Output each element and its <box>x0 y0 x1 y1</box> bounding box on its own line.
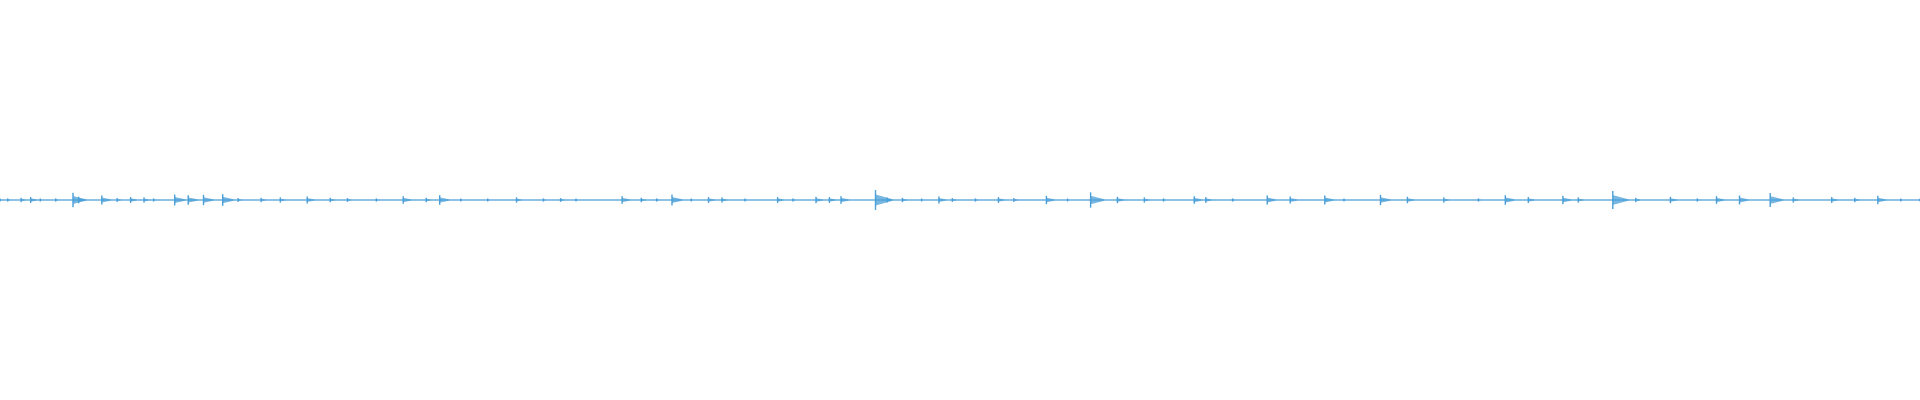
waveform-peak-tail <box>1528 198 1539 202</box>
waveform-peak-tail <box>1793 198 1803 202</box>
waveform-peak-tail <box>745 199 753 201</box>
waveform-peak-tail <box>55 199 64 201</box>
waveform-peak-tail <box>816 198 827 202</box>
waveform-peak-tail <box>203 197 217 203</box>
waveform-peak-tail <box>1194 197 1206 203</box>
waveform-peak-tail <box>641 198 651 202</box>
waveform-peak-tail <box>887 198 897 202</box>
waveform-peak-tail <box>1739 197 1752 203</box>
waveform-peak-tail <box>188 197 201 203</box>
waveform-peak-tail <box>30 198 41 202</box>
waveform-peak-tail <box>1090 195 1108 205</box>
waveform-peak-tail <box>841 197 853 203</box>
waveform-peak-tail <box>1380 197 1394 203</box>
waveform-peak-tail <box>938 198 950 202</box>
waveform-peak-tail <box>222 196 237 204</box>
waveform-peak-tail <box>543 199 552 201</box>
waveform-peak-tail <box>1505 197 1518 203</box>
waveform-peak-tail <box>1324 197 1337 203</box>
waveform-peak-tail <box>130 198 141 202</box>
waveform-peak-tail <box>1635 198 1645 202</box>
waveform-peak-tail <box>280 198 290 202</box>
waveform-peak-tail <box>1267 197 1280 203</box>
waveform-peak-tail <box>144 198 154 202</box>
waveform-peak-tail <box>1443 198 1454 202</box>
waveform-peak-tail <box>1344 199 1352 201</box>
waveform-peak-tail <box>40 199 49 201</box>
waveform-peak-tail <box>487 199 495 201</box>
waveform-peak-tail <box>672 197 686 203</box>
waveform-peak-tail <box>1670 198 1681 202</box>
waveform-peak-tail <box>1205 198 1216 202</box>
waveform-peak-tail <box>560 198 570 202</box>
waveform-peak-tail <box>1877 197 1890 203</box>
waveform-peak-tail <box>793 199 802 201</box>
waveform-peak-tail <box>998 198 1009 202</box>
waveform-peak-tail <box>1562 197 1575 203</box>
waveform-peak-tail <box>708 198 719 202</box>
waveform-peak-tail <box>174 197 189 203</box>
waveform-peak-tail <box>1716 197 1728 203</box>
waveform-peak-tail <box>117 198 126 202</box>
waveform-peak-tail <box>875 194 896 206</box>
waveform-peak-tail <box>78 198 90 202</box>
waveform-peak-tail <box>1117 198 1128 202</box>
waveform-peak-tail <box>829 198 840 202</box>
waveform-peak-tail <box>1612 195 1632 205</box>
waveform-peak-tail <box>921 199 930 201</box>
waveform-peak-tail <box>261 198 271 202</box>
waveform-peak-tail <box>1900 199 1909 201</box>
waveform-peak-tail <box>1067 199 1075 201</box>
waveform-peak-tail <box>403 197 415 203</box>
waveform-peak-tail <box>576 199 584 201</box>
waveform-peak-tail <box>1770 196 1786 204</box>
waveform-peak-tail <box>101 197 114 203</box>
waveform-peak-tail <box>0 199 8 201</box>
waveform-peak-tail <box>721 198 732 202</box>
waveform-peak-tail <box>1232 199 1241 201</box>
waveform-peak-tail <box>656 199 665 201</box>
waveform-peak-tail <box>1144 198 1154 202</box>
waveform-peak-tail <box>1046 197 1059 203</box>
waveform-peak-tail <box>21 198 31 202</box>
waveform-peak-tail <box>1578 198 1588 202</box>
waveform-peak-tail <box>347 198 357 202</box>
waveform-peak-tail <box>330 198 340 202</box>
waveform-peak-tail <box>952 198 961 202</box>
waveform-peak-tail <box>307 198 318 202</box>
waveform-peak-tail <box>1163 199 1172 201</box>
waveform-peak-tail <box>460 199 469 201</box>
waveform-peaks <box>0 190 1920 210</box>
waveform-peak-tail <box>1290 198 1302 202</box>
waveform-peak-tail <box>1478 199 1487 201</box>
waveform-peak-tail <box>1407 198 1418 202</box>
waveform-peak-tail <box>975 199 984 201</box>
waveform-peak-tail <box>516 198 526 202</box>
waveform-peak-tail <box>153 199 162 201</box>
waveform-peak-tail <box>622 197 634 203</box>
waveform-peak-tail <box>1831 198 1842 202</box>
waveform-peak-tail <box>7 199 16 201</box>
waveform-peak-tail <box>439 197 453 203</box>
waveform-peak-tail <box>691 199 699 201</box>
waveform-peak-tail <box>238 198 247 202</box>
waveform-peak-tail <box>1013 198 1023 202</box>
waveform-peak-tail <box>1697 199 1706 201</box>
waveform-peak-tail <box>426 198 436 202</box>
waveform-peak-tail <box>777 198 788 202</box>
waveform-peak-tail <box>902 198 912 202</box>
waveform-peak-tail <box>1854 198 1864 202</box>
waveform-peak-tail <box>376 199 385 201</box>
